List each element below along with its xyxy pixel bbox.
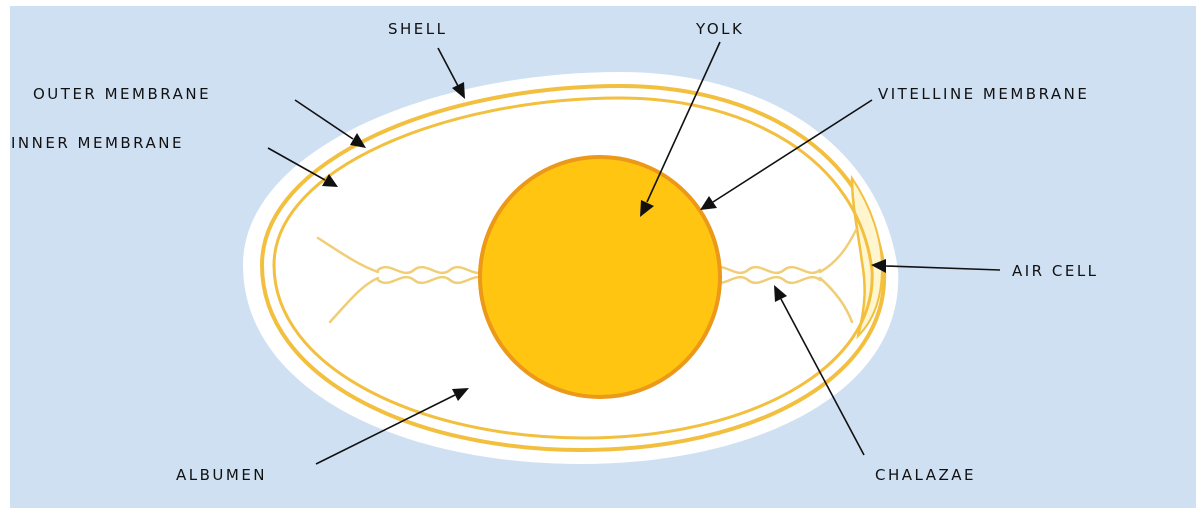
label-inner-membrane: INNER MEMBRANE (11, 134, 184, 152)
yolk (480, 157, 720, 397)
label-yolk: YOLK (695, 20, 744, 38)
label-shell: SHELL (388, 20, 448, 38)
label-air-cell: AIR CELL (1012, 262, 1099, 280)
label-outer-membrane: OUTER MEMBRANE (33, 85, 211, 103)
label-chalazae: CHALAZAE (875, 466, 976, 484)
label-vitelline-membrane: VITELLINE MEMBRANE (878, 85, 1089, 103)
label-albumen: ALBUMEN (176, 466, 267, 484)
